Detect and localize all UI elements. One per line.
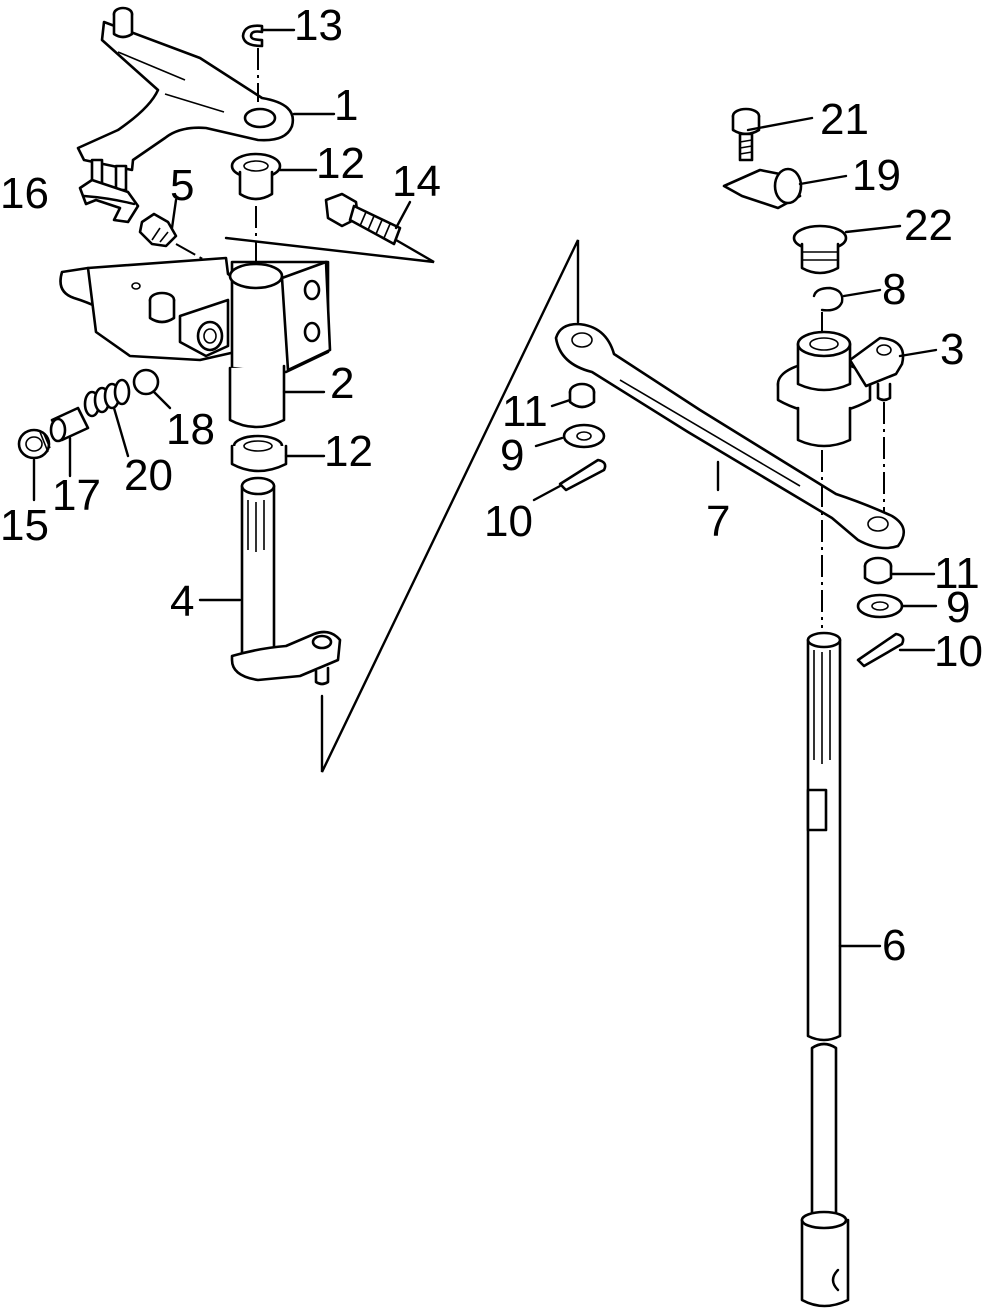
circlip-part-8	[812, 286, 844, 312]
e-clip-part-13	[241, 24, 264, 48]
label-part-9-right: 9	[946, 583, 970, 632]
label-part-13: 13	[294, 1, 343, 50]
grease-nipple-part-5	[138, 212, 178, 248]
ball-part-18	[132, 368, 160, 396]
label-part-10-left: 10	[484, 497, 533, 546]
label-part-8: 8	[882, 265, 906, 314]
label-part-21: 21	[820, 95, 869, 144]
label-part-11-left: 11	[502, 387, 548, 436]
cotter-pin-part-10-left	[558, 458, 607, 492]
label-part-10-right: 10	[934, 627, 983, 676]
leader-lines	[32, 28, 938, 948]
shaft-part-6	[800, 631, 850, 1308]
label-part-12-lower: 12	[324, 427, 373, 476]
label-part-19: 19	[852, 151, 901, 200]
bushing-part-11-left	[568, 382, 596, 409]
label-part-12-upper: 12	[316, 139, 365, 188]
label-part-14: 14	[392, 157, 441, 206]
bolt-part-14	[324, 192, 402, 246]
label-part-15: 15	[0, 501, 49, 550]
label-part-22: 22	[904, 201, 953, 250]
label-part-11-right: 11	[934, 549, 980, 598]
sleeve-part-17	[49, 406, 90, 443]
label-part-1: 1	[334, 81, 358, 130]
label-part-20: 20	[124, 451, 173, 500]
clip-part-16	[78, 178, 140, 224]
bushing-part-11-right	[863, 556, 893, 585]
bolt-part-21	[731, 107, 761, 162]
plug-part-22	[792, 224, 848, 275]
washer-part-9-left	[562, 423, 606, 449]
label-part-18: 18	[166, 405, 215, 454]
shift-bracket-part-2	[59, 256, 332, 429]
part-labels: 1 13 12 14 16 5 2 12 18 20 17 15 4 21 19…	[0, 1, 983, 970]
label-part-2: 2	[330, 359, 354, 408]
label-part-9-left: 9	[500, 431, 524, 480]
reference-line	[320, 239, 580, 773]
label-part-4: 4	[170, 577, 194, 626]
label-part-16: 16	[0, 169, 49, 218]
link-rod-part-7	[554, 322, 906, 550]
cotter-pin-part-10-right	[856, 632, 905, 668]
label-part-6: 6	[882, 921, 906, 970]
washer-part-9-right	[856, 593, 904, 619]
bushing-part-12-upper	[230, 152, 282, 201]
bushing-part-12-lower	[230, 434, 288, 473]
clamp-part-19	[722, 167, 803, 210]
lever-part-3	[776, 330, 905, 448]
plug-part-15	[17, 428, 51, 460]
spring-part-20	[83, 378, 131, 418]
label-part-17: 17	[52, 471, 101, 520]
label-part-3: 3	[940, 325, 964, 374]
label-part-5: 5	[170, 161, 194, 210]
label-part-7: 7	[706, 497, 730, 546]
shift-shaft-part-4	[230, 476, 342, 686]
